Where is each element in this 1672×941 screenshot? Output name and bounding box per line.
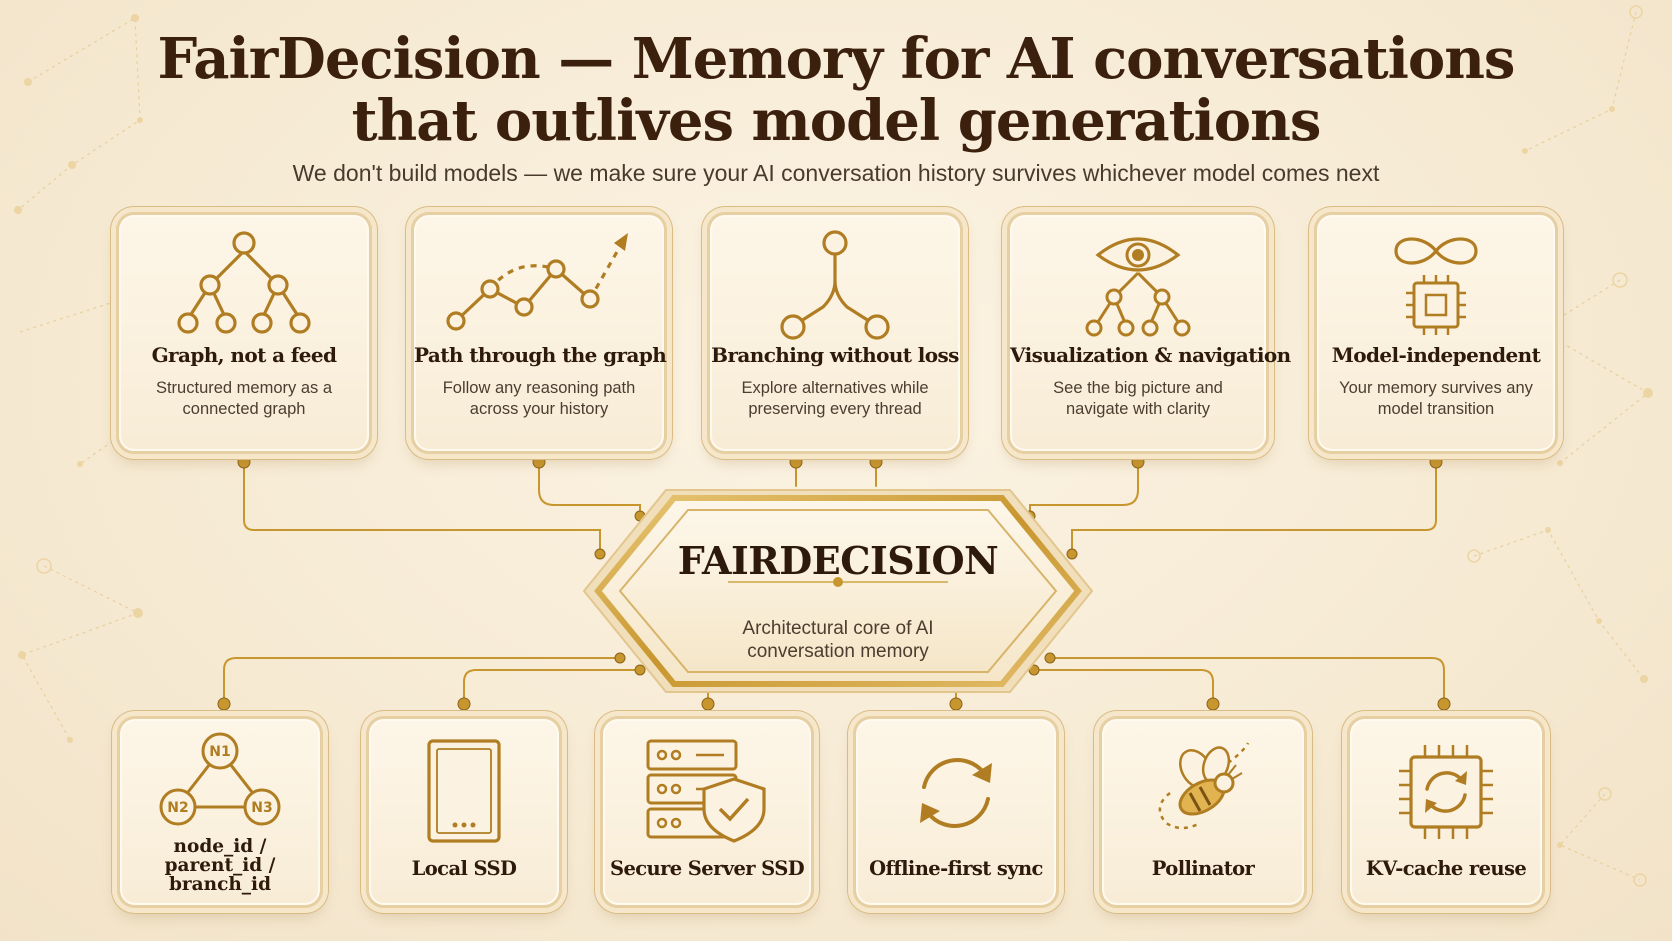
core-hexagon: FAIRDECISION Architectural core of AI co… <box>578 484 1098 698</box>
component-title-line: parent_id / <box>164 855 276 876</box>
component-title-line: branch_id <box>168 874 272 895</box>
core-title: FAIRDECISION <box>677 538 999 583</box>
feature-card-branching: Branching without loss Explore alternati… <box>707 212 963 454</box>
feature-title: Model-independent <box>1331 343 1541 367</box>
node-label-n1: N1 <box>209 744 230 760</box>
feature-card-path: Path through the graph Follow any reason… <box>411 212 667 454</box>
feature-description: Follow any reasoning path across your hi… <box>442 379 636 418</box>
core-hexagon-frame <box>582 489 1094 693</box>
page-subtitle: We don't build models — we make sure you… <box>292 160 1380 186</box>
component-title: Pollinator <box>1151 857 1255 880</box>
component-card-kv-cache: KV-cache reuse <box>1347 716 1545 908</box>
component-title-line: node_id / <box>173 836 267 857</box>
ssd-icon <box>427 739 501 843</box>
sync-arrows-icon <box>920 758 992 828</box>
feature-card-graph: Graph, not a feed Structured memory as a… <box>116 212 372 454</box>
node-label-n3: N3 <box>251 800 272 816</box>
node-triangle-icon: N1 N2 N3 <box>159 732 281 826</box>
server-shield-icon <box>646 739 766 843</box>
component-card-offline-sync: Offline-first sync <box>853 716 1059 908</box>
component-title: Offline-first sync <box>869 857 1043 880</box>
feature-card-visualization: Visualization & navigation See the big p… <box>1007 212 1291 454</box>
page-title-line-2: that outlives model generations <box>351 88 1322 154</box>
path-arrow-icon <box>446 233 628 331</box>
eye-graph-icon <box>1085 237 1191 337</box>
feature-description: Explore alternatives while preserving ev… <box>741 379 929 418</box>
component-title: node_id / parent_id / branch_id <box>120 837 320 894</box>
branch-icon <box>780 230 890 340</box>
core-description: Architectural core of AI conversation me… <box>742 618 934 662</box>
feature-title: Graph, not a feed <box>151 343 337 367</box>
feature-title: Branching without loss <box>711 343 959 367</box>
component-title: Secure Server SSD <box>609 857 805 880</box>
feature-title: Path through the graph <box>414 343 667 367</box>
tree-graph-icon <box>177 231 311 334</box>
component-card-secure-server-ssd: Secure Server SSD <box>600 716 814 908</box>
component-card-local-ssd: Local SSD <box>366 716 562 908</box>
component-title: Local SSD <box>411 857 517 880</box>
bee-icon <box>1158 742 1250 830</box>
chip-refresh-icon <box>1399 745 1493 839</box>
infinity-chip-icon <box>1394 237 1478 335</box>
component-title: KV-cache reuse <box>1365 857 1527 880</box>
feature-description: See the big picture and navigate with cl… <box>1053 379 1223 418</box>
feature-description: Your memory survives any model transitio… <box>1339 379 1533 418</box>
feature-description: Structured memory as a connected graph <box>155 379 333 418</box>
node-label-n2: N2 <box>167 800 188 816</box>
feature-card-model-independent: Model-independent Your memory survives a… <box>1314 212 1558 454</box>
component-card-node-ids: N1 N2 N3 node_id / parent_id / branch_id <box>117 716 323 908</box>
feature-title: Visualization & navigation <box>1010 343 1291 367</box>
page-title-line-1: FairDecision — Memory for AI conversatio… <box>157 26 1516 92</box>
component-card-pollinator: Pollinator <box>1099 716 1307 908</box>
